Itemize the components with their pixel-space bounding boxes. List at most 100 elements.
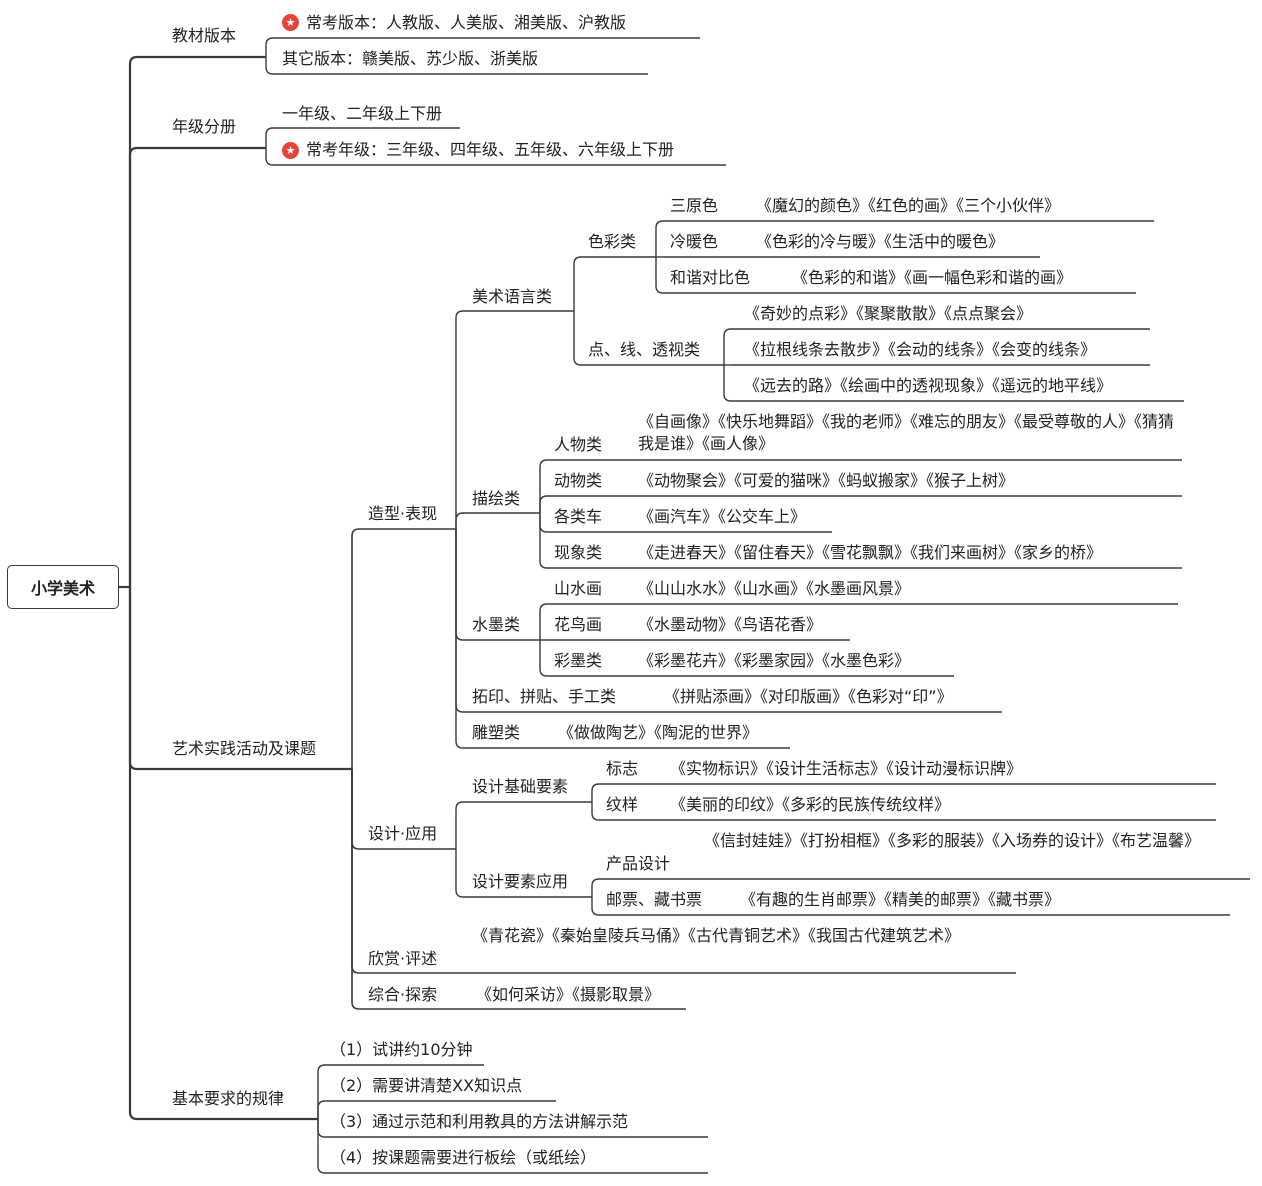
node-design[interactable]: 设计·应用 <box>368 824 438 843</box>
node-harmony[interactable]: 和谐对比色 <box>670 268 751 287</box>
connector-line <box>573 311 582 366</box>
node-flower-lessons[interactable]: 《水墨动物》《鸟语花香》 <box>638 615 823 634</box>
root-label: 小学美术 <box>30 579 95 598</box>
node-landscape[interactable]: 山水画 <box>554 579 603 598</box>
connector-line <box>455 529 464 641</box>
node-dotline-1[interactable]: 《奇妙的点彩》《聚聚散散》《点点聚会》 <box>744 304 1033 323</box>
connector-line <box>655 220 664 257</box>
connector-line <box>591 897 600 916</box>
connector-line <box>591 802 600 821</box>
node-animals[interactable]: 动物类 <box>554 471 603 490</box>
connector-line <box>591 783 600 802</box>
connector-line <box>351 528 360 769</box>
node-colorink[interactable]: 彩墨类 <box>554 651 603 670</box>
connector-line <box>655 257 664 294</box>
node-grade[interactable]: 年级分册 <box>172 117 237 136</box>
node-shape[interactable]: 造型·表现 <box>368 504 438 523</box>
node-practice[interactable]: 艺术实践活动及课题 <box>172 739 317 758</box>
node-appreciate[interactable]: 欣赏·评述 <box>368 949 438 968</box>
connector-line <box>317 1119 326 1138</box>
connector-line <box>539 603 548 640</box>
node-primary-lessons[interactable]: 《魔幻的颜色》《红色的画》《三个小伙伴》 <box>756 196 1061 215</box>
node-phenomena[interactable]: 现象类 <box>554 543 603 562</box>
node-sculpture-lessons[interactable]: 《做做陶艺》《陶泥的世界》 <box>558 723 759 742</box>
node-drawing[interactable]: 描绘类 <box>472 489 521 508</box>
star-badge-icon: ★ <box>282 142 299 159</box>
connector-line <box>455 849 464 898</box>
node-color[interactable]: 色彩类 <box>588 232 637 251</box>
node-print[interactable]: 拓印、拼贴、手工类 <box>472 687 617 706</box>
node-print-lessons[interactable]: 《拼贴添画》《对印版画》《色彩对“印”》 <box>664 687 953 706</box>
connector-line <box>455 529 464 713</box>
node-dotline-2[interactable]: 《拉根线条去散步》《会动的线条》《会变的线条》 <box>744 340 1097 359</box>
connector-line <box>573 256 582 311</box>
connector-line <box>351 769 360 1010</box>
connector-line <box>455 310 464 529</box>
node-rules[interactable]: 基本要求的规律 <box>172 1089 285 1108</box>
connector-line <box>265 57 274 75</box>
connector-line <box>351 769 360 850</box>
node-textbook-common[interactable]: 常考版本：人教版、人美版、湘美版、沪教版 <box>306 13 627 32</box>
node-rule-4[interactable]: （4）按课题需要进行板绘（或纸绘） <box>330 1148 597 1167</box>
connector-line <box>317 1119 326 1174</box>
node-logo[interactable]: 标志 <box>606 759 639 778</box>
connector-line <box>455 801 464 849</box>
node-sculpture[interactable]: 雕塑类 <box>472 723 521 742</box>
node-explore-lessons[interactable]: 《如何采访》《摄影取景》 <box>476 985 661 1004</box>
node-grade-common[interactable]: 常考年级：三年级、四年级、五年级、六年级上下册 <box>306 140 675 159</box>
node-ink[interactable]: 水墨类 <box>472 615 521 634</box>
node-pattern-lessons[interactable]: 《美丽的印纹》《多彩的民族传统纹样》 <box>670 795 951 814</box>
node-colorink-lessons[interactable]: 《彩墨花卉》《彩墨家园》《水墨色彩》 <box>638 651 911 670</box>
node-dotline-3[interactable]: 《远去的路》《绘画中的透视现象》《遥远的地平线》 <box>744 376 1113 395</box>
node-people-lessons[interactable]: 《自画像》《快乐地舞蹈》《我的老师》《难忘的朋友》《最受尊敬的人》《猜猜我是谁》… <box>638 412 1175 453</box>
node-explore[interactable]: 综合·探索 <box>368 985 438 1004</box>
node-animals-lessons[interactable]: 《动物聚会》《可爱的猫咪》《蚂蚁搬家》《猴子上树》 <box>638 471 1015 490</box>
connector-line <box>539 459 548 513</box>
node-stamp-lessons[interactable]: 《有趣的生肖邮票》《精美的邮票》《藏书票》 <box>740 890 1061 909</box>
node-grade-lower[interactable]: 一年级、二年级上下册 <box>282 104 443 123</box>
node-applied[interactable]: 设计要素应用 <box>472 872 569 891</box>
star-badge-icon: ★ <box>282 14 299 31</box>
node-landscape-lessons[interactable]: 《山山水水》《山水画》《水墨画风景》 <box>638 579 911 598</box>
connector-line <box>723 328 732 365</box>
connector-line <box>455 512 464 529</box>
node-basic[interactable]: 设计基础要素 <box>472 777 569 796</box>
node-people[interactable]: 人物类 <box>554 435 603 454</box>
connector-line <box>455 529 464 749</box>
connector-line <box>317 1064 326 1119</box>
connector-line <box>128 146 138 587</box>
node-product[interactable]: 产品设计 <box>606 854 671 873</box>
node-warmcool[interactable]: 冷暖色 <box>670 232 719 251</box>
node-appreciate-lessons[interactable]: 《青花瓷》《秦始皇陵兵马俑》《古代青铜艺术》《我国古代建筑艺术》 <box>472 926 961 945</box>
connector-line <box>539 640 548 677</box>
node-stamp[interactable]: 邮票、藏书票 <box>606 890 703 909</box>
node-phenomena-lessons[interactable]: 《走进春天》《留住春天》《雪花飘飘》《我们来画树》《家乡的桥》 <box>638 543 1103 562</box>
node-product-lessons[interactable]: 《信封娃娃》《打扮相框》《多彩的服装》《入场券的设计》《布艺温馨》 <box>704 831 1201 850</box>
connector-line <box>591 878 600 897</box>
connector-line <box>128 55 138 587</box>
node-language[interactable]: 美术语言类 <box>472 287 553 306</box>
node-harmony-lessons[interactable]: 《色彩的和谐》《画一幅色彩和谐的画》 <box>792 268 1073 287</box>
root-node[interactable]: 小学美术 <box>7 565 119 609</box>
connector-line <box>265 127 274 148</box>
node-pattern[interactable]: 纹样 <box>606 795 639 814</box>
node-rule-3[interactable]: （3）通过示范和利用教具的方法讲解示范 <box>330 1112 629 1131</box>
node-primary[interactable]: 三原色 <box>670 196 719 215</box>
node-warmcool-lessons[interactable]: 《色彩的冷与暖》《生活中的暖色》 <box>756 232 1005 251</box>
connector-line <box>723 365 732 402</box>
node-cars[interactable]: 各类车 <box>554 507 603 526</box>
node-textbook-other[interactable]: 其它版本：赣美版、苏少版、浙美版 <box>282 49 539 68</box>
connector-line <box>351 769 360 974</box>
node-textbook[interactable]: 教材版本 <box>172 26 237 45</box>
node-cars-lessons[interactable]: 《画汽车》《公交车上》 <box>638 507 807 526</box>
connector-line <box>539 513 548 533</box>
connector-line <box>265 37 274 57</box>
node-rule-2[interactable]: （2）需要讲清楚XX知识点 <box>330 1076 523 1095</box>
node-rule-1[interactable]: （1）试讲约10分钟 <box>330 1040 473 1059</box>
node-flower[interactable]: 花鸟画 <box>554 615 603 634</box>
node-dotline[interactable]: 点、线、透视类 <box>588 340 701 359</box>
node-logo-lessons[interactable]: 《实物标识》《设计生活标志》《设计动漫标识牌》 <box>670 759 1023 778</box>
connector-line <box>265 148 274 166</box>
